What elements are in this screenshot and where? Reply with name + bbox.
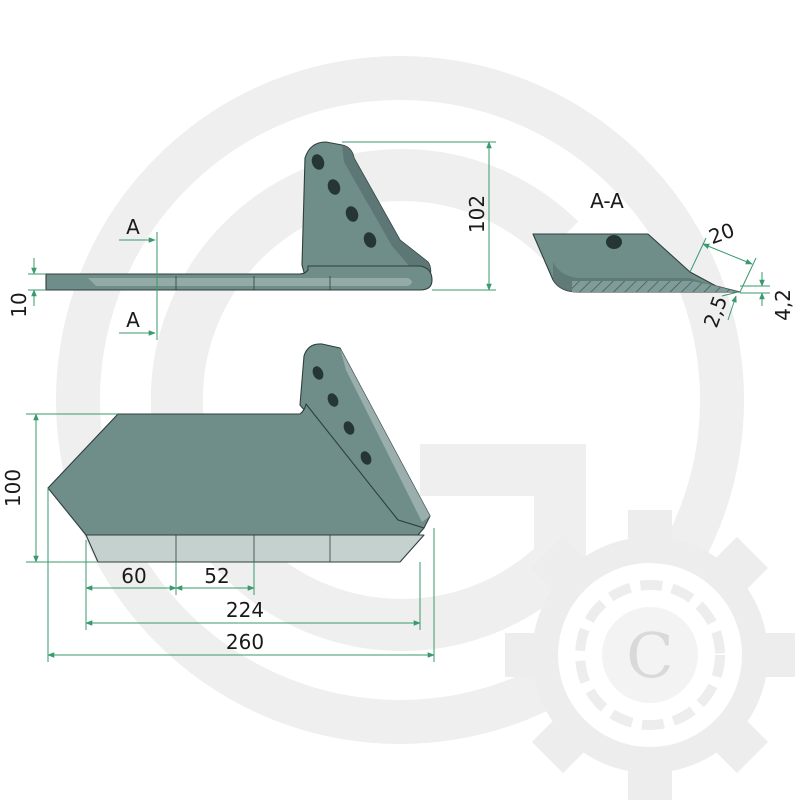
watermark-letter: C [626,619,673,692]
dim-width-100: 100 [1,469,25,507]
dim-thickness-4-2: 4,2 [771,289,795,321]
watermark: C [56,56,795,800]
dim-total-260: 260 [226,630,264,654]
section-view: A-A 20 2,5 4,2 [532,189,795,331]
plan-holes [312,366,372,465]
plan-cutting-edge [85,534,425,563]
dim-segment-52: 52 [204,564,229,588]
plan-upright-plate [299,343,431,529]
section-title: A-A [590,189,624,213]
dim-height-102: 102 [465,195,489,233]
dim-segment-60: 60 [121,564,146,588]
gear-logo-icon: C [505,510,795,800]
section-marker-top: A [126,215,140,239]
plan-view: 100 60 52 224 260 [1,343,435,662]
side-holes [311,154,377,248]
dim-thickness-10: 10 [7,292,31,317]
dim-bevel-20: 20 [706,218,738,249]
plan-blade-body [47,403,425,536]
side-view: A A 102 10 [7,141,496,340]
dim-blade-224: 224 [226,598,264,622]
section-marker-bottom: A [126,308,140,332]
